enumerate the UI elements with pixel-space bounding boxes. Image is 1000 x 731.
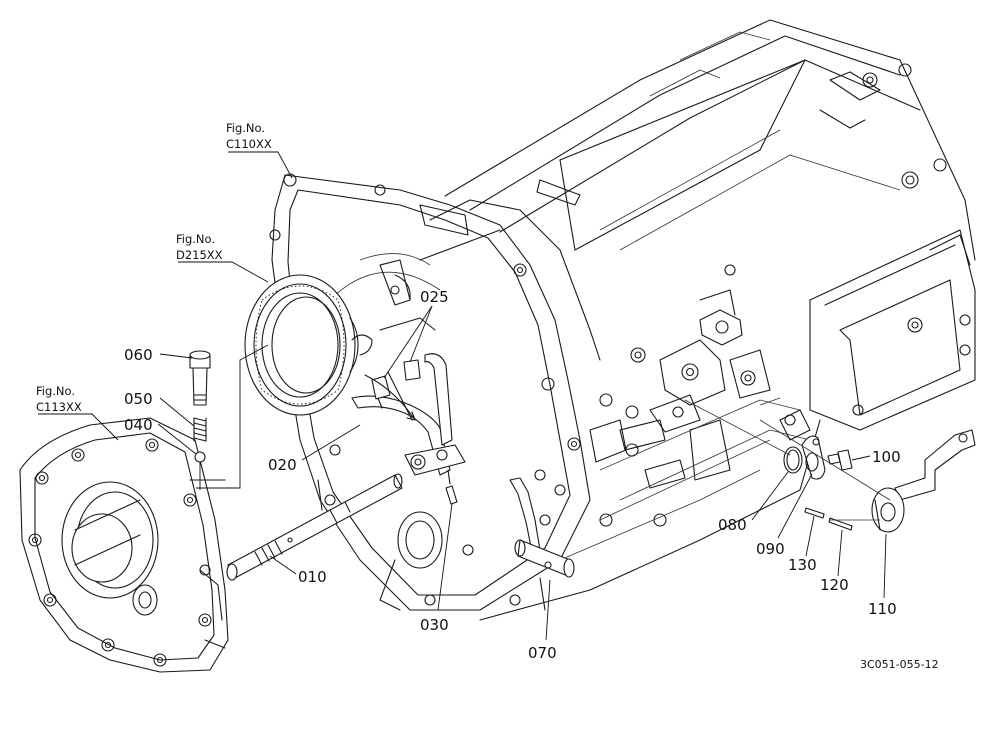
o-ring-080: [783, 446, 803, 474]
detent-bolt: [189, 350, 211, 406]
figure-ref-label: Fig.No.: [226, 121, 265, 135]
pin-120: [828, 517, 853, 531]
callout-025[interactable]: 025: [420, 288, 449, 306]
figure-ref-label: Fig.No.: [176, 232, 215, 246]
leader-lines: [38, 151, 891, 641]
detent-ball: [194, 451, 206, 463]
callout-070[interactable]: 070: [528, 644, 557, 662]
callout-030[interactable]: 030: [420, 616, 449, 634]
callout-010[interactable]: 010: [298, 568, 327, 586]
document-id: 3C051-055-12: [860, 658, 939, 671]
callout-100[interactable]: 100: [872, 448, 901, 466]
callout-020[interactable]: 020: [268, 456, 297, 474]
callout-090[interactable]: 090: [756, 540, 785, 558]
callout-050[interactable]: 050: [124, 390, 153, 408]
callout-060[interactable]: 060: [124, 346, 153, 364]
detent-spring: [193, 417, 207, 442]
callout-040[interactable]: 040: [124, 416, 153, 434]
callout-130[interactable]: 130: [788, 556, 817, 574]
figure-ref-code: C110XX: [226, 137, 272, 151]
figure-ref-c110xx[interactable]: Fig.No. C110XX: [226, 121, 272, 151]
pin-130: [804, 507, 825, 519]
bolt-100: [827, 449, 853, 471]
shift-lever: [509, 477, 575, 611]
transmission-case: [419, 19, 976, 621]
lever-arm-110: [871, 429, 976, 533]
plate-090: [801, 435, 826, 480]
side-cover: [19, 417, 229, 673]
figure-ref-label: Fig.No.: [36, 384, 75, 398]
figure-ref-d215xx[interactable]: Fig.No. D215XX: [176, 232, 223, 262]
callout-120[interactable]: 120: [820, 576, 849, 594]
shift-shaft: [226, 473, 403, 581]
ring-gear: [244, 274, 359, 416]
figure-ref-code: D215XX: [176, 248, 223, 262]
callout-080[interactable]: 080: [718, 516, 747, 534]
figure-ref-c113xx[interactable]: Fig.No. C113XX: [36, 384, 82, 414]
figure-ref-code: C113XX: [36, 400, 82, 414]
shift-fork: [351, 259, 466, 476]
callout-110[interactable]: 110: [868, 600, 897, 618]
spring-pin: [445, 469, 458, 505]
